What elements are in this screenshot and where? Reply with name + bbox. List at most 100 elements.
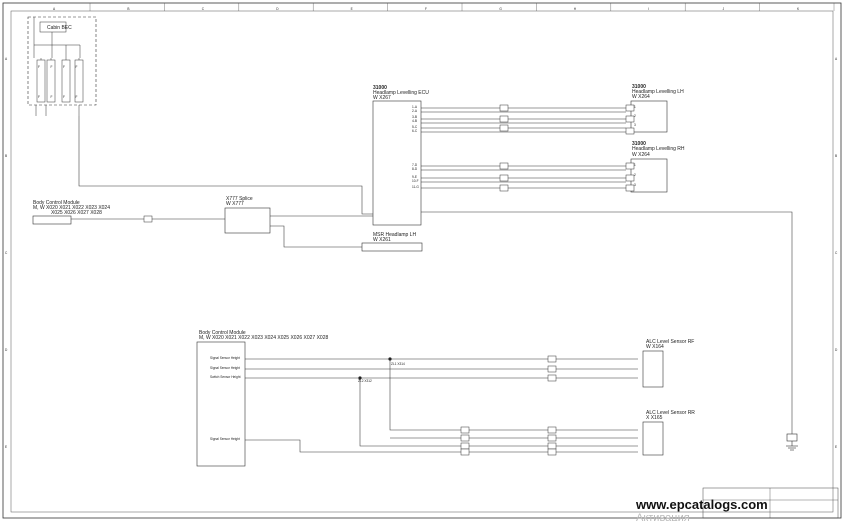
column-marker: C [202,7,205,11]
cabin-bec-title: Cabin BEC [47,25,72,31]
connector-pin: 2 [634,173,636,177]
bcm-top-line3: X025 X026 X027 X028 [51,210,102,216]
inline-connector [547,355,557,363]
ecu-pin: 6-C [412,129,418,133]
alc-rf-title: ALC Level Sensor RF [646,339,694,345]
column-marker: H [574,7,577,11]
ecu-pin: 4-B [412,119,417,123]
bcm-pin-label: Switch Sensor Height [210,375,241,379]
inline-connector [499,115,509,123]
inline-connector [460,426,470,434]
msr-connector: W X261 [373,237,391,243]
column-markers: ABCDEFGHIJKL [53,3,835,11]
lh-title: Headlamp Levelling LH [632,89,684,95]
inline-connector [460,448,470,456]
column-marker: E [351,7,353,11]
rh-connector: W X264 [632,152,650,158]
inline-connector [499,104,509,112]
inline-connector [547,426,557,434]
junction-zl1: ZL1 X314 [391,362,405,366]
msr-title: MSR Headlamp LH [373,232,416,238]
splice-connector: W X777 [226,201,244,207]
ecu-title: Headlamp Levelling ECU [373,90,429,96]
rh-code: 31000 [632,141,646,147]
bec-pin: F [76,95,78,99]
inline-connector [143,215,153,223]
connector-pin: 3 [634,123,636,127]
ecu-code: 31000 [373,85,387,91]
inline-connector [625,174,635,182]
splice-title: X777 Splice [226,196,253,202]
row-marker: C [5,251,8,255]
bec-pin: F [38,95,40,99]
column-marker: J [723,7,725,11]
ground-symbol [786,433,798,451]
wire [421,211,793,434]
inline-connector [460,442,470,450]
alc-level-sensor-rf: ALC Level Sensor RF W X164 [642,339,694,388]
bec-pin: F [51,95,53,99]
inline-connectors [143,104,635,456]
bcm-top-title: Body Control Module [33,200,80,206]
rh-title: Headlamp Levelling RH [632,146,685,152]
alc-rr-connector: X X165 [646,415,663,421]
sheet-frame [2,2,842,519]
column-marker: D [276,7,279,11]
inline-connector [625,115,635,123]
ecu-pin: 5-C [412,125,418,129]
row-marker: C [835,251,838,255]
sheet-inner-frame [10,10,834,513]
inline-connector [625,127,635,135]
row-marker: E [835,445,837,449]
row-marker: D [5,348,8,352]
row-marker: A [5,57,8,61]
wire [359,378,461,447]
column-marker: B [127,7,129,11]
alc-rr-title: ALC Level Sensor RR [646,410,695,416]
junction-dot [358,376,362,380]
inline-connector [499,162,509,170]
inline-connector [625,184,635,192]
bec-pin: F [76,65,78,69]
row-marker: B [5,154,7,158]
ecu-pin: 10-F [412,179,419,183]
row-marker: D [835,348,838,352]
msr-headlamp-lh: MSR Headlamp LH W X261 [361,232,423,252]
inline-connector [547,365,557,373]
bcm-bottom-line2: M, W X020 X021 X022 X023 X024 X025 X026 … [199,335,328,341]
bec-pin: F [63,65,65,69]
bcm-pin-label: Signal Sensor Height [210,437,240,441]
connector-pin: 1 [634,163,636,167]
inline-connector [547,442,557,450]
alc-rf-connector: W X164 [646,344,664,350]
ecu-pin: 8-D [412,167,418,171]
bec-pin: F [63,95,65,99]
wire [389,359,461,431]
row-marker: B [835,154,837,158]
bcm-top-line2: M, W X020 X021 X022 X023 X024 [33,205,110,211]
wire-harness [71,107,793,453]
bcm-pin-label: Signal Sensor Height [210,366,240,370]
connector-pin: 2 [634,114,636,118]
x777-splice: X777 Splice W X777 [224,196,271,234]
ecu-pin: 3-B [412,115,417,119]
column-marker: F [425,7,427,11]
ecu-pin: 11-G [412,185,419,189]
lh-connector: W X264 [632,94,650,100]
inline-connector [460,434,470,442]
ecu-pin: 2-A [412,109,418,113]
inline-connector [625,162,635,170]
bcm-bottom-title: Body Control Module [199,330,246,336]
bcm-pin-label: Signal Sensor Height [210,356,240,360]
column-marker: G [499,7,502,11]
bec-pin: F [51,65,53,69]
inline-connector [625,104,635,112]
body-control-module-bottom: Body Control Module M, W X020 X021 X022 … [196,330,328,467]
alc-level-sensor-rr: ALC Level Sensor RR X X165 [642,410,695,456]
wire [78,116,373,215]
watermark-site: www.epcatalogs.com [635,497,768,512]
headlamp-levelling-ecu: 31000 Headlamp Levelling ECU W X267 1-A2… [372,85,429,226]
wire [245,439,461,453]
